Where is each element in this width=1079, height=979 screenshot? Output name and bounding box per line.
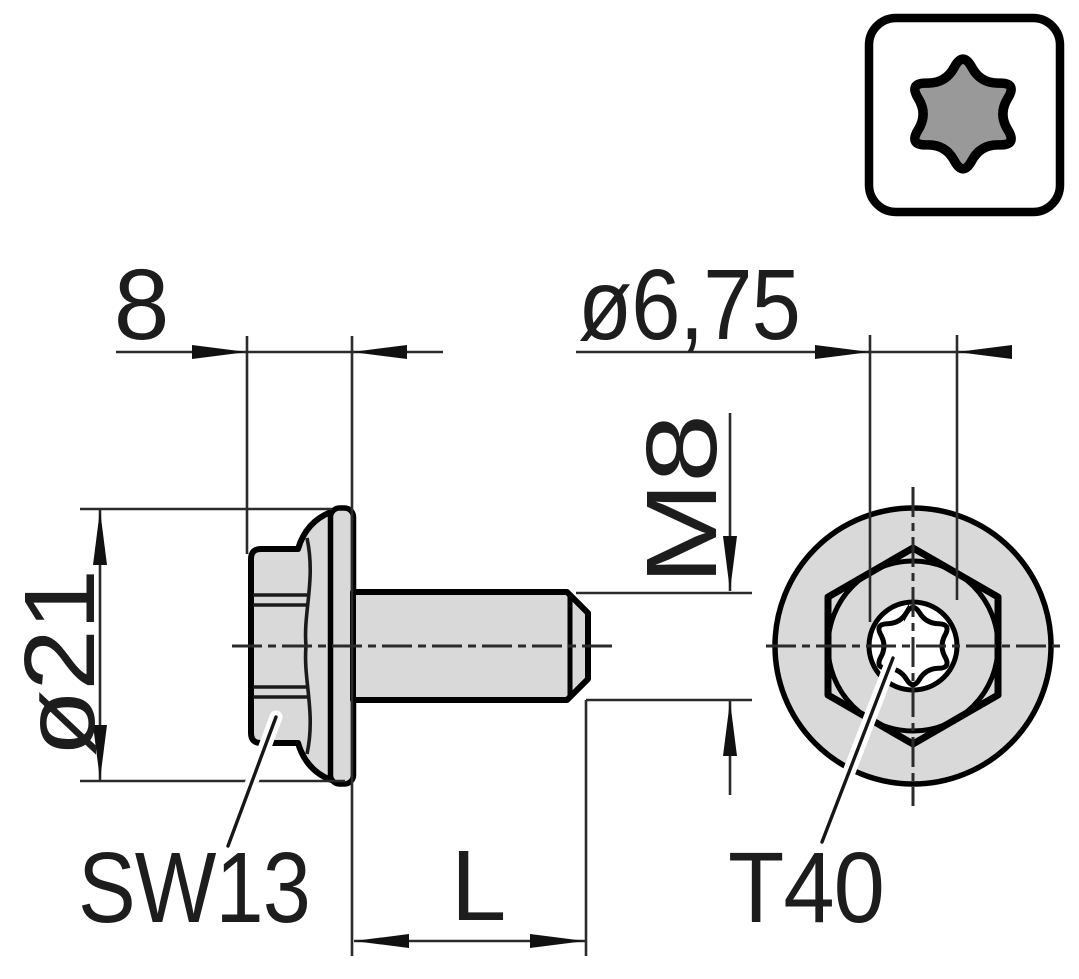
torx-drive-icon	[864, 13, 1065, 217]
callout-wrench-size: SW13	[78, 710, 311, 944]
torx-star-icon	[910, 54, 1016, 174]
callout-torx-size: T40	[728, 651, 900, 944]
dimension-head-width: 8	[114, 249, 443, 956]
front-view	[766, 487, 1060, 806]
head-width-label: 8	[114, 249, 169, 361]
length-label: L	[451, 830, 506, 942]
dimension-length: L	[354, 700, 588, 956]
side-view	[232, 505, 612, 787]
thread-label: M8	[626, 415, 738, 585]
dimension-thread: M8	[576, 413, 752, 795]
wrench-size-label: SW13	[78, 832, 310, 944]
dimension-recess-diameter: ø6,75	[576, 249, 1012, 622]
flange-diameter-label: ø21	[4, 570, 116, 757]
dimension-flange-diameter: ø21	[4, 507, 345, 783]
recess-diameter-label: ø6,75	[578, 249, 800, 361]
hex-facet-lines	[253, 593, 307, 699]
torx-size-label: T40	[728, 832, 884, 944]
